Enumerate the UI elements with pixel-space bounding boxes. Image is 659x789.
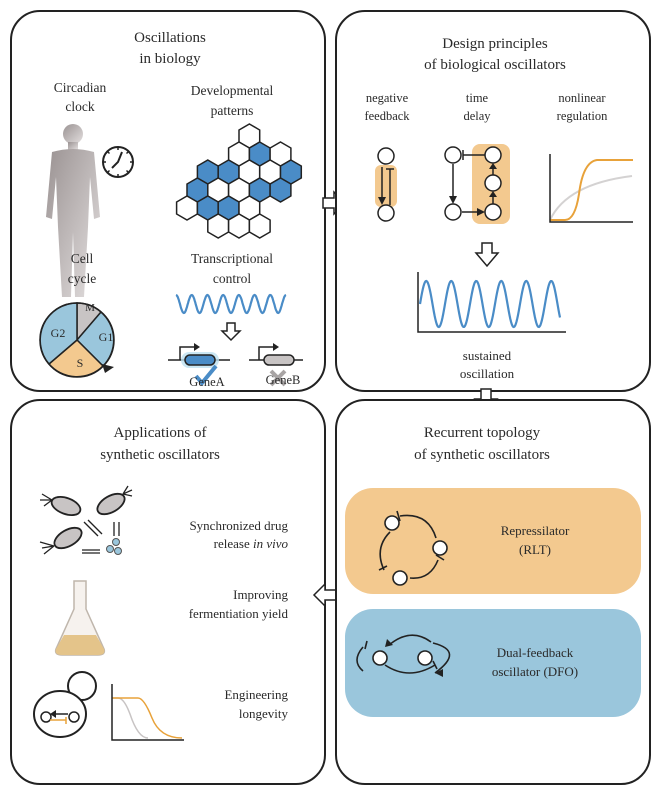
- repressilator-diagram: [378, 510, 448, 586]
- time-delay-diagram: [444, 144, 510, 224]
- developmental-label-2: patterns: [210, 103, 254, 118]
- transcriptional-label-2: control: [212, 271, 252, 286]
- flask-icon: [54, 580, 106, 656]
- fermentation-label-1: Improving: [233, 587, 288, 602]
- down-arrow-icon: [474, 242, 500, 268]
- panel-oscillations-in-biology: Oscillations in biology Circadian clock …: [10, 10, 326, 392]
- hex-cell-empty: [207, 213, 230, 239]
- cross-icon: [269, 369, 287, 387]
- sustained-oscillation-plot: [417, 272, 566, 333]
- drug-release-label-1: Synchronized drug: [189, 518, 288, 533]
- transcription-wave: [175, 293, 287, 315]
- nonlinear-regulation-plot: [549, 154, 633, 223]
- bacteria-drug-release-icon: [39, 485, 133, 555]
- negative-feedback-label-1: negative: [365, 91, 409, 105]
- clock-icon: [102, 146, 134, 178]
- plot-axes: [417, 272, 566, 333]
- hex-cell-empty: [175, 195, 199, 221]
- human-silhouette-icon: [46, 124, 100, 297]
- cell-cycle-label-1: Cell: [70, 251, 94, 266]
- phase-g2: G2: [50, 326, 66, 340]
- cell-cycle-pie: [39, 302, 115, 378]
- cell-cycle-label-2: cycle: [67, 271, 97, 286]
- panel-design-principles: Design principles of biological oscillat…: [335, 10, 651, 392]
- hexagon-pattern: [175, 123, 303, 239]
- gene-a-construct: [168, 343, 230, 387]
- drug-release-label-2: release in vivo: [162, 535, 288, 552]
- longevity-label-1: Engineering: [224, 687, 288, 702]
- oscillation-curve: [175, 293, 287, 315]
- nonlinear-label-1: nonlinear: [558, 91, 606, 105]
- panel-title-line1: Recurrent topology: [423, 425, 541, 441]
- drug-release-italic: in vivo: [252, 536, 288, 551]
- repressilator-card: Repressilator (RLT): [345, 488, 641, 594]
- hex-cell-empty: [248, 213, 271, 239]
- longevity-label-2: longevity: [238, 706, 288, 721]
- oscillation-curve: [418, 279, 562, 329]
- time-delay-label-1: time: [465, 91, 489, 105]
- dfo-label-1: Dual-feedback: [496, 645, 574, 660]
- dual-feedback-card: Dual-feedback oscillator (DFO): [345, 609, 641, 717]
- sustained-label-2: oscillation: [459, 366, 515, 381]
- gene-a-label: GeneA: [189, 375, 225, 389]
- hex-cell-filled: [269, 177, 292, 203]
- repressilator-label-1: Repressilator: [500, 523, 570, 538]
- dfo-label-2: oscillator (DFO): [491, 664, 579, 679]
- negative-feedback-label-2: feedback: [364, 109, 410, 123]
- gene-b-construct: [249, 343, 303, 387]
- panel-title-line2: of synthetic oscillators: [414, 447, 550, 463]
- dual-feedback-diagram: [356, 634, 451, 677]
- phase-s: S: [76, 356, 84, 370]
- yeast-cell-icon: [33, 671, 97, 738]
- developmental-label-1: Developmental: [190, 83, 274, 98]
- hex-cell-empty: [227, 213, 251, 239]
- panel-title-line2: synthetic oscillators: [100, 447, 220, 463]
- panel-recurrent-topology: Recurrent topology of synthetic oscillat…: [335, 399, 651, 785]
- panel-title-line2: of biological oscillators: [424, 57, 566, 73]
- negative-feedback-diagram: [375, 147, 397, 222]
- panel-title-line1: Applications of: [113, 425, 207, 441]
- fermentation-label-2: fermentiation yield: [188, 606, 288, 621]
- transcriptional-label-1: Transcriptional: [191, 251, 273, 266]
- panel-title-line2: in biology: [139, 51, 201, 67]
- phase-m: M: [85, 302, 95, 314]
- nonlinear-label-2: regulation: [556, 109, 608, 123]
- circadian-label-1: Circadian: [53, 80, 107, 95]
- panel-title-line1: Oscillations: [134, 30, 206, 46]
- phase-g1: G1: [98, 330, 114, 344]
- sustained-label-1: sustained: [462, 348, 512, 363]
- survival-curve-plot: [111, 684, 184, 741]
- panel-applications: Applications of synthetic oscillators Sy…: [10, 399, 326, 785]
- gene-b-label: GeneB: [265, 373, 301, 387]
- cycle-arrow-icon: [102, 364, 114, 373]
- repressilator-label-2: (RLT): [518, 542, 552, 557]
- check-icon: [194, 364, 218, 387]
- circadian-label-2: clock: [65, 99, 95, 114]
- drug-release-plain: release: [213, 536, 253, 551]
- time-delay-label-2: delay: [463, 109, 491, 123]
- panel-title-line1: Design principles: [442, 36, 548, 52]
- down-arrow-icon: [220, 322, 242, 342]
